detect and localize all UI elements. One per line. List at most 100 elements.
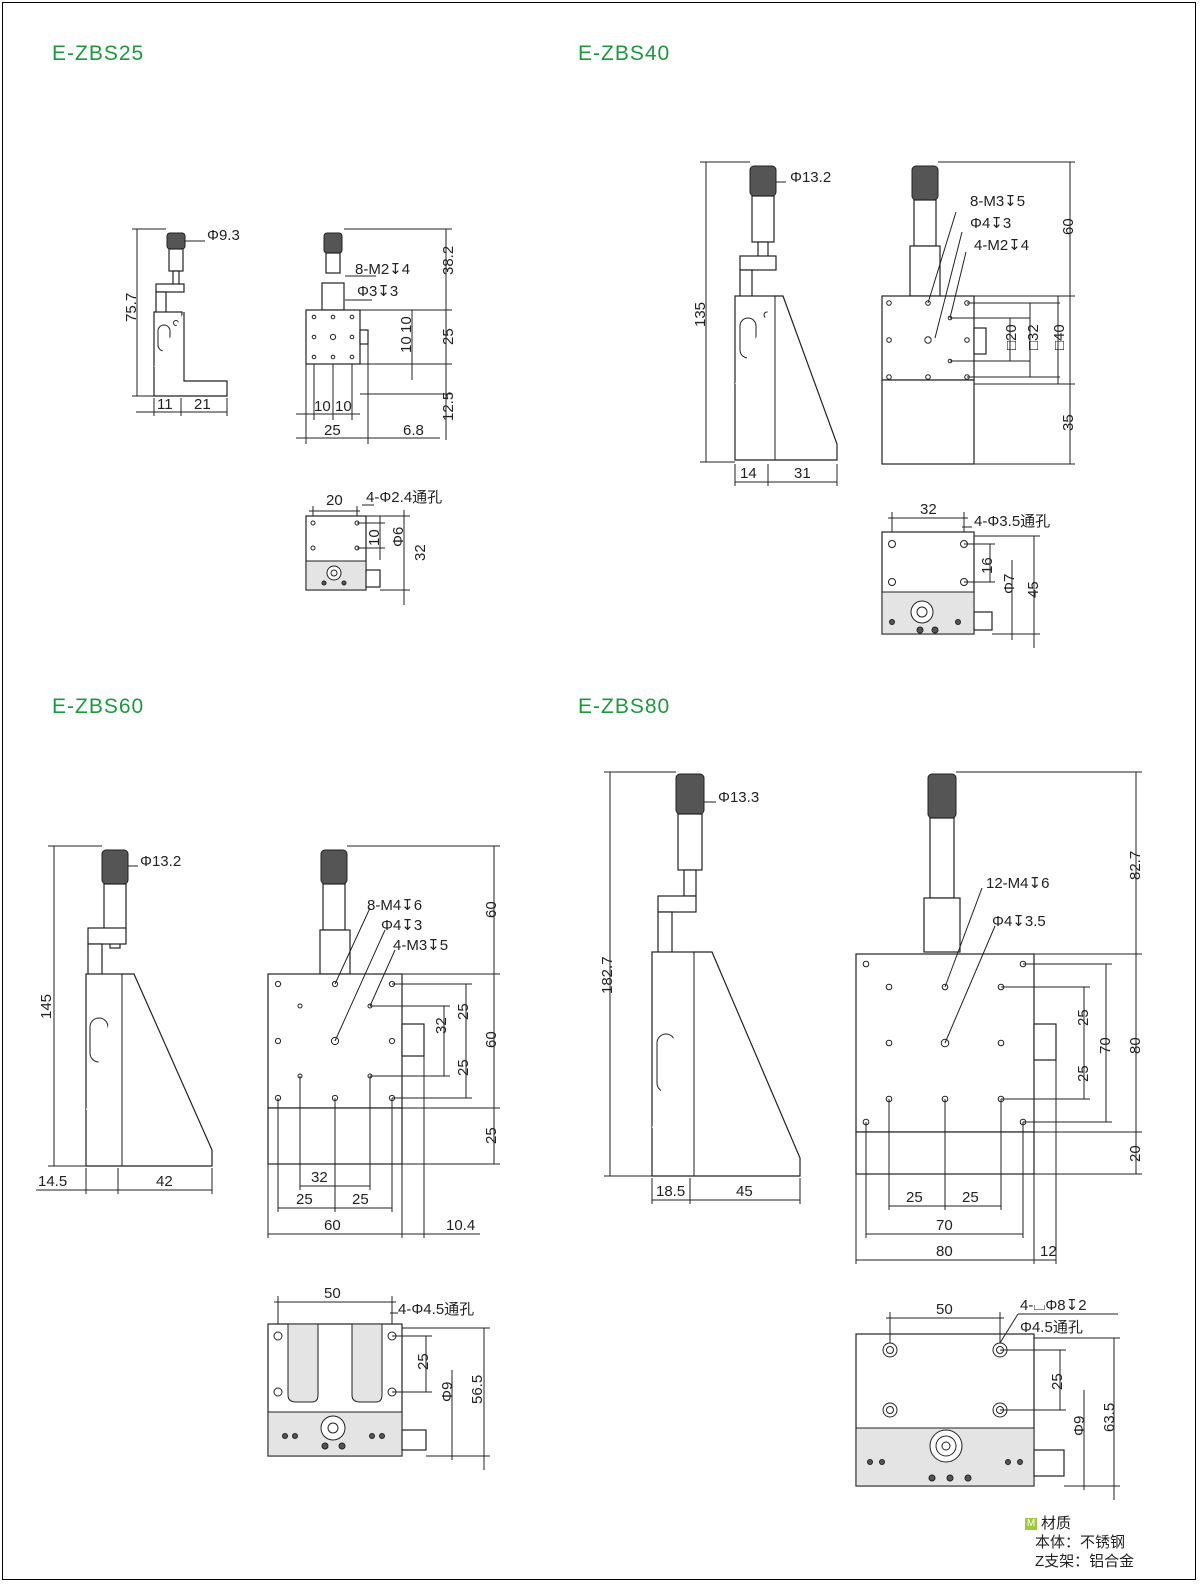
legend-mark-icon: M xyxy=(1025,1518,1037,1531)
zbs80-s2: 25 xyxy=(1075,1009,1092,1026)
zbs60-holes-m3: 4-M3↧5 xyxy=(393,937,448,954)
zbs80-s1: 70 xyxy=(1097,1037,1114,1054)
zbs25-p2: 10 xyxy=(335,398,352,415)
legend-title: 材质 xyxy=(1041,1515,1072,1532)
zbs80-v2: 80 xyxy=(1127,1037,1144,1054)
zbs25-front-view xyxy=(296,228,452,444)
zbs60-front-view xyxy=(267,845,500,1238)
zbs25-base-a: 11 xyxy=(157,396,173,413)
zbs80-bottom-b: Φ9 xyxy=(1071,1416,1088,1436)
zbs25-height: 75.7 xyxy=(123,293,140,322)
zbs25-bottom-holes: 4-Φ2.4通孔 xyxy=(366,489,442,506)
zbs40-holes-m3: 8-M3↧5 xyxy=(970,193,1025,210)
zbs25-holes-phi3: Φ3↧3 xyxy=(357,283,398,300)
zbs25-p1: 10 xyxy=(314,398,331,415)
zbs40-holes-phi4: Φ4↧3 xyxy=(970,215,1011,232)
zbs60-bottom-a: 25 xyxy=(415,1353,432,1370)
zbs60-b1: 32 xyxy=(311,1169,328,1186)
zbs80-bottom-view xyxy=(855,1312,1120,1500)
zbs60-b3: 25 xyxy=(352,1191,369,1208)
zbs25-holes-m2: 8-M2↧4 xyxy=(355,261,410,278)
zbs40-base-b: 31 xyxy=(794,465,811,482)
zbs25-v1: 38.2 xyxy=(440,246,457,275)
zbs40-bottom-b: Φ7 xyxy=(1001,574,1018,594)
zbs80-s3: 25 xyxy=(1075,1065,1092,1082)
zbs80-holes-m4: 12-M4↧6 xyxy=(986,875,1049,892)
material-legend: M 材质 本体：不锈钢 Z支架：铝合金 xyxy=(1025,1514,1134,1571)
zbs60-base-b: 42 xyxy=(156,1173,173,1190)
zbs25-v3: 12.5 xyxy=(440,392,457,421)
zbs40-knob-diameter: Φ13.2 xyxy=(790,169,831,186)
zbs60-holes-phi4: Φ4↧3 xyxy=(381,917,422,934)
zbs60-height: 145 xyxy=(38,994,55,1019)
zbs60-bottom-width: 50 xyxy=(324,1285,341,1302)
zbs60-v1: 60 xyxy=(483,901,500,918)
zbs40-v1: 60 xyxy=(1060,218,1077,235)
zbs80-width: 80 xyxy=(936,1243,953,1260)
zbs25-knob-diameter: Φ9.3 xyxy=(207,227,240,244)
zbs40-bottom-view xyxy=(881,512,1040,648)
zbs80-bottom-c: 63.5 xyxy=(1101,1403,1118,1432)
zbs60-knob-diameter: Φ13.2 xyxy=(140,853,181,870)
model-title-zbs40: E-ZBS40 xyxy=(578,42,671,65)
zbs80-b1: 25 xyxy=(906,1189,923,1206)
zbs60-bottom-holes: 4-Φ4.5通孔 xyxy=(398,1301,474,1318)
zbs60-side-view xyxy=(36,845,213,1194)
zbs40-side-view xyxy=(700,161,838,486)
zbs40-bottom-width: 32 xyxy=(920,501,937,518)
zbs60-b2: 25 xyxy=(296,1191,313,1208)
zbs40-square-40: □40 xyxy=(1051,324,1068,350)
zbs80-bottom-holes-counterbore: 4-⌴Φ8↧2 xyxy=(1020,1297,1087,1314)
zbs60-width: 60 xyxy=(324,1217,341,1234)
zbs80-b3: 70 xyxy=(936,1217,953,1234)
zbs25-h1: 10 xyxy=(398,316,415,333)
zbs60-s3: 25 xyxy=(455,1059,472,1076)
zbs40-v2: 35 xyxy=(1060,414,1077,431)
legend-bracket-material: Z支架：铝合金 xyxy=(1035,1553,1135,1570)
legend-body-material: 本体：不锈钢 xyxy=(1035,1534,1126,1551)
zbs80-b2: 25 xyxy=(962,1189,979,1206)
zbs25-bottom-view xyxy=(305,504,410,605)
zbs60-v2: 60 xyxy=(483,1031,500,1048)
zbs40-square-32: □32 xyxy=(1025,324,1042,350)
zbs80-front-view xyxy=(855,771,1142,1264)
zbs25-bottom-b: Φ6 xyxy=(390,527,407,547)
zbs80-knob-diameter: Φ13.3 xyxy=(718,789,759,806)
zbs80-holes-phi4: Φ4↧3.5 xyxy=(992,913,1046,930)
zbs60-bottom-b: Φ9 xyxy=(439,1382,456,1402)
zbs60-bottom-c: 56.5 xyxy=(469,1375,486,1404)
model-title-zbs80: E-ZBS80 xyxy=(578,695,671,718)
zbs80-bottom-width: 50 xyxy=(936,1301,953,1318)
zbs60-holes-m4: 8-M4↧6 xyxy=(367,897,422,914)
zbs40-holes-m2: 4-M2↧4 xyxy=(974,237,1029,254)
zbs80-v3: 20 xyxy=(1127,1145,1144,1162)
zbs40-square-20: □20 xyxy=(1003,324,1020,350)
zbs60-bottom-view xyxy=(267,1296,490,1470)
zbs60-offset: 10.4 xyxy=(446,1217,475,1234)
zbs80-offset: 12 xyxy=(1040,1243,1057,1260)
zbs80-base-a: 18.5 xyxy=(656,1183,685,1200)
zbs40-bottom-a: 16 xyxy=(979,557,996,574)
zbs60-s1: 32 xyxy=(433,1017,450,1034)
zbs40-front-view xyxy=(881,161,1075,465)
model-title-zbs25: E-ZBS25 xyxy=(52,42,145,65)
zbs25-bottom-width: 20 xyxy=(326,492,343,509)
zbs60-base-a: 14.5 xyxy=(38,1173,67,1190)
zbs40-bottom-holes: 4-Φ3.5通孔 xyxy=(974,513,1050,530)
zbs25-side-view xyxy=(132,228,228,416)
zbs80-bottom-holes-through: Φ4.5通孔 xyxy=(1020,1319,1083,1336)
zbs25-width: 25 xyxy=(324,422,341,439)
zbs40-base-a: 14 xyxy=(740,465,757,482)
zbs80-bottom-a: 25 xyxy=(1049,1373,1066,1390)
zbs25-v2: 25 xyxy=(440,328,457,345)
zbs25-h2: 10 xyxy=(398,336,415,353)
zbs25-offset: 6.8 xyxy=(403,422,424,439)
zbs60-s2: 25 xyxy=(455,1003,472,1020)
zbs40-bottom-c: 45 xyxy=(1025,581,1042,598)
zbs40-height: 135 xyxy=(692,302,709,327)
zbs60-v3: 25 xyxy=(483,1127,500,1144)
zbs80-height: 182.7 xyxy=(599,956,616,994)
zbs25-base-b: 21 xyxy=(194,396,211,413)
